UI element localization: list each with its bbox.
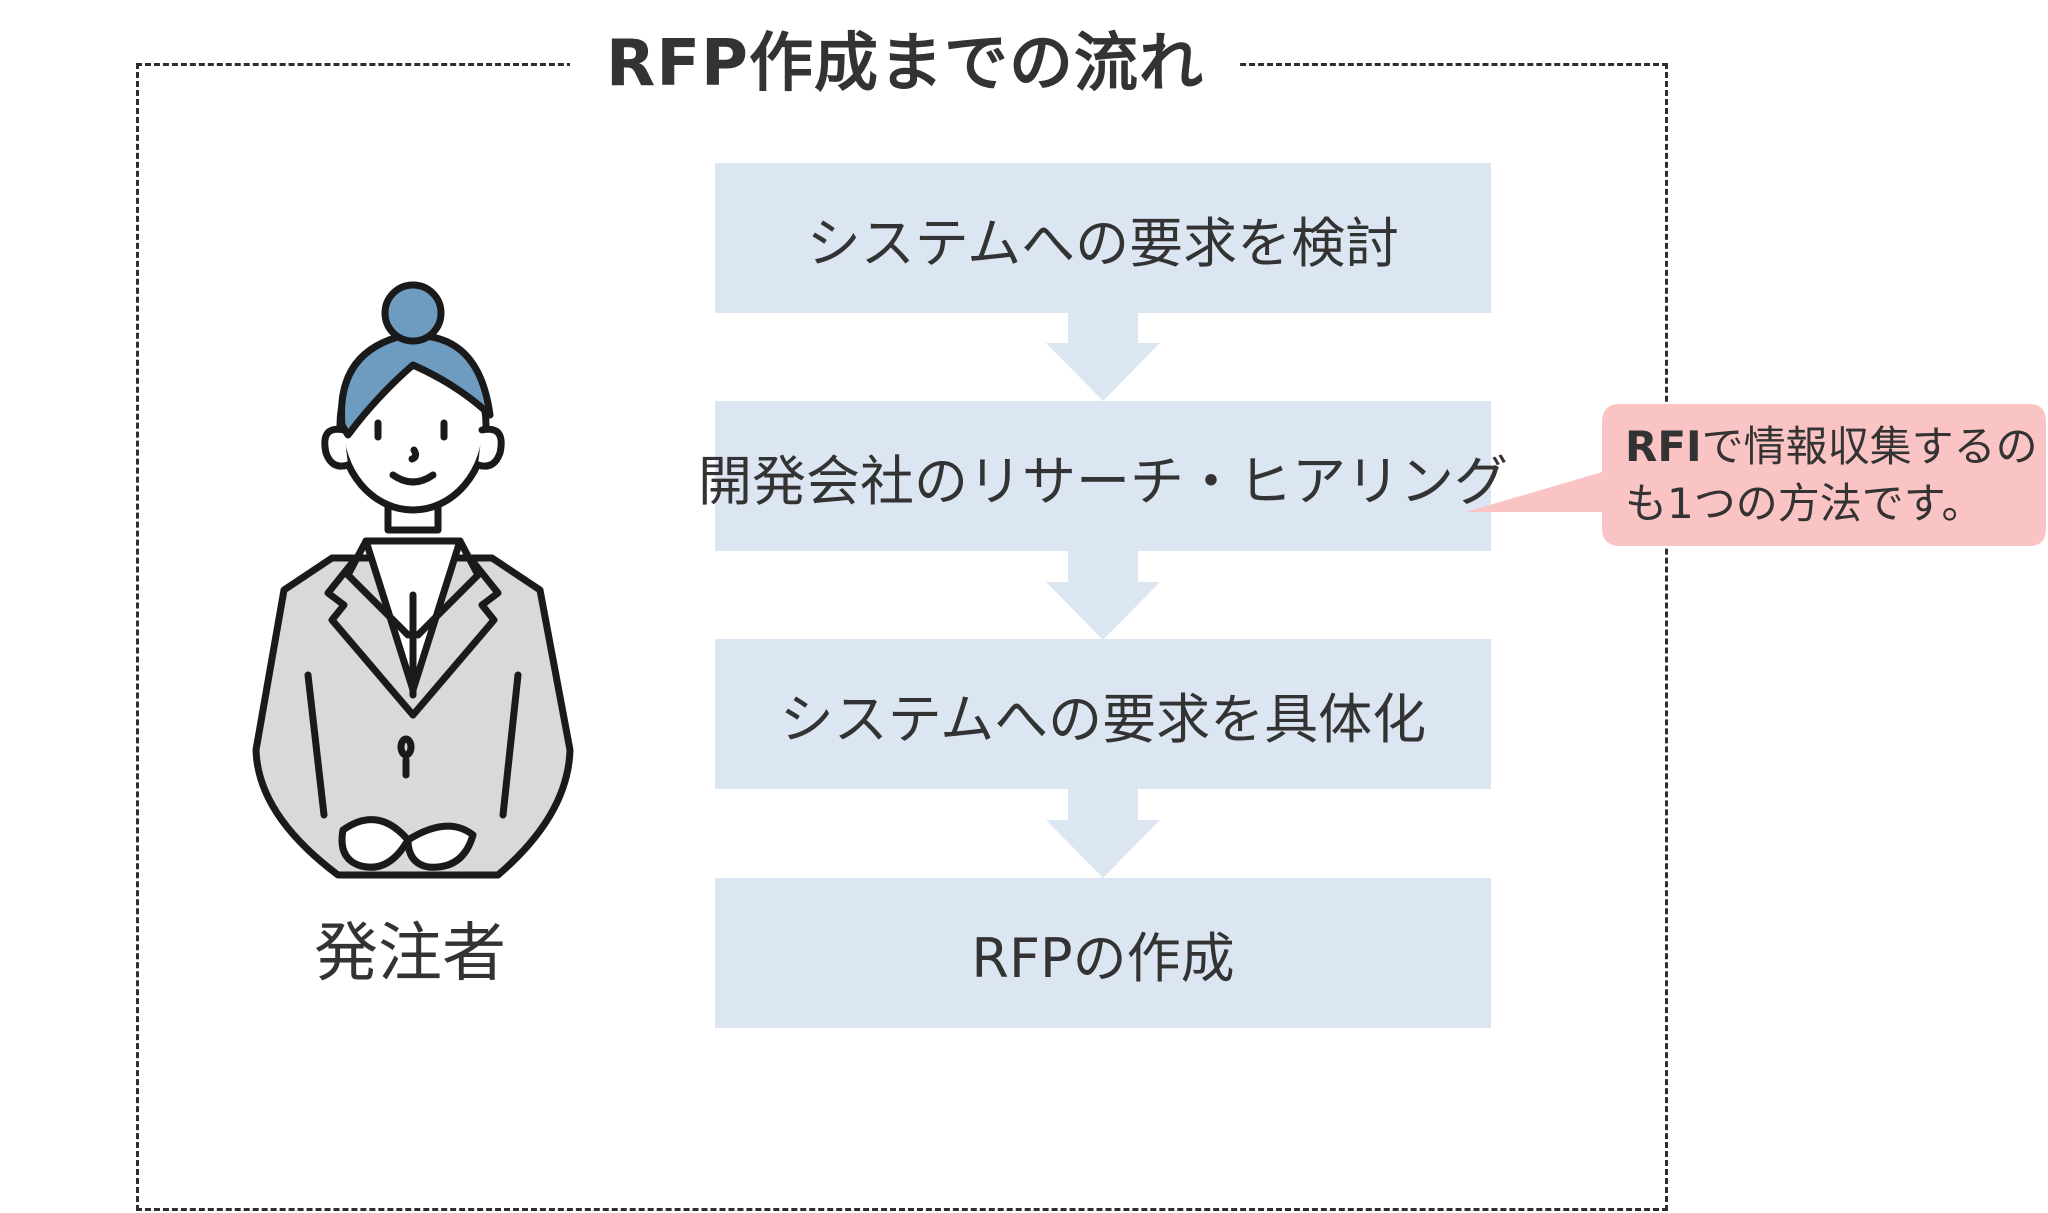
callout-text: RFIで情報収集するのも1つの方法です。 [1625,418,2043,532]
flow-step-2: 開発会社のリサーチ・ヒアリング [698,401,1508,551]
flow-step-3: システムへの要求を具体化 [715,639,1491,789]
person-illustration [252,281,574,879]
arrow-down-icon [1046,311,1160,401]
person-label: 発注者 [314,917,506,991]
hair-bun [381,281,445,345]
jacket-button [397,735,415,759]
flow-step-1: システムへの要求を検討 [715,163,1491,313]
callout-strong: RFI [1625,422,1702,471]
hair [337,332,494,439]
diagram-title: RFP作成までの流れ [570,22,1240,106]
arrow-down-icon [1046,788,1160,878]
callout-bubble [1466,404,2046,546]
flow-step-4: RFPの作成 [715,878,1491,1028]
arrow-down-icon [1046,550,1160,640]
callout-rest: で情報収集するのも1つの方法です。 [1625,422,2038,528]
